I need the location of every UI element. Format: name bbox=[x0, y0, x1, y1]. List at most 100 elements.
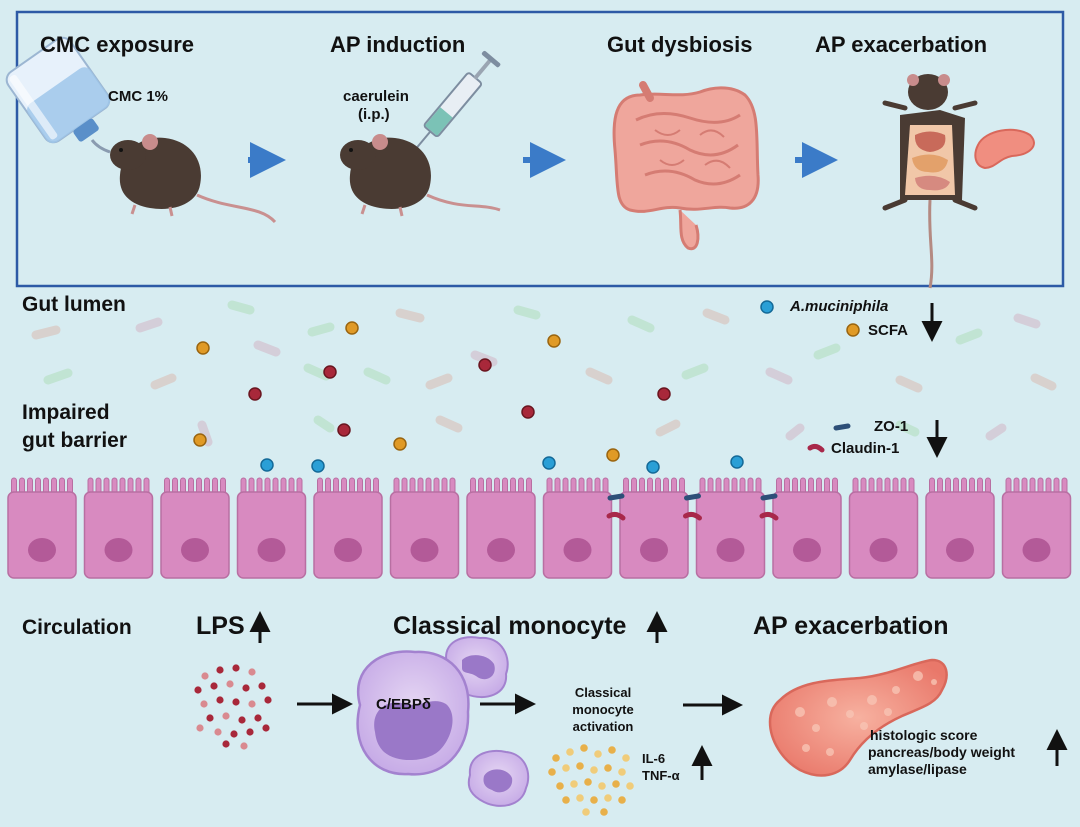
amylase-lipase-label: amylase/lipase bbox=[868, 761, 967, 777]
lps-dot bbox=[232, 664, 240, 672]
pancreas-body-weight-label: pancreas/body weight bbox=[868, 744, 1016, 760]
gut-lumen-label: Gut lumen bbox=[22, 293, 126, 316]
stage-title-ap-induction: AP induction bbox=[330, 32, 466, 57]
cytokine-dot bbox=[626, 782, 634, 790]
epithelial-cell-row bbox=[7, 477, 1072, 579]
cytokine-dot bbox=[598, 782, 606, 790]
cmc-dose-label: CMC 1% bbox=[108, 88, 169, 105]
route-label: (i.p.) bbox=[358, 106, 390, 123]
epithelial-cell bbox=[466, 477, 536, 579]
lps-dot bbox=[196, 724, 204, 732]
cytokine-dot bbox=[618, 768, 626, 776]
bacteria-rods bbox=[31, 300, 1057, 447]
epithelial-cell bbox=[1001, 477, 1072, 579]
lps-dot bbox=[194, 686, 202, 694]
claudin1-marker bbox=[683, 511, 702, 521]
claudin1-legend-icon bbox=[807, 443, 825, 453]
lps-dot bbox=[226, 680, 234, 688]
lps-dot bbox=[242, 684, 250, 692]
classical-monocyte-label: Classical monocyte bbox=[393, 612, 627, 640]
lps-dot bbox=[262, 724, 270, 732]
epithelial-cell bbox=[925, 477, 995, 579]
cytokine-dot bbox=[576, 794, 584, 802]
top-panel-frame bbox=[15, 10, 1065, 288]
cytokine-dot bbox=[562, 764, 570, 772]
stage-title-gut-dysbiosis: Gut dysbiosis bbox=[607, 32, 753, 57]
pancreas-large-icon bbox=[768, 658, 948, 777]
activation-label-line3: activation bbox=[572, 719, 634, 734]
epithelial-cell bbox=[695, 477, 766, 579]
cytokine-dot bbox=[576, 762, 584, 770]
activation-label-line2: monocyte bbox=[572, 702, 634, 717]
zo1-marker bbox=[684, 493, 701, 501]
lps-dot-cluster bbox=[194, 664, 272, 750]
lps-dot bbox=[246, 728, 254, 736]
cytokine-dot bbox=[618, 796, 626, 804]
stage-title-cmc-exposure: CMC exposure bbox=[40, 32, 195, 57]
cytokine-dot bbox=[600, 808, 608, 816]
lps-dots-lumen bbox=[248, 358, 671, 437]
tnfa-label: TNF-α bbox=[642, 768, 680, 783]
epithelial-cell bbox=[772, 477, 842, 579]
epithelial-cell bbox=[619, 477, 689, 579]
il6-label: IL-6 bbox=[642, 751, 666, 766]
ap-exacerbation-label: AP exacerbation bbox=[753, 612, 949, 640]
lps-dot bbox=[240, 742, 248, 750]
zo1-marker bbox=[607, 493, 625, 501]
stage-title-ap-exacerbation: AP exacerbation bbox=[815, 32, 988, 57]
cytokine-dot bbox=[584, 778, 592, 786]
lps-label: LPS bbox=[196, 612, 245, 640]
lps-dot bbox=[222, 740, 230, 748]
cytokine-dot bbox=[604, 794, 612, 802]
mouse-icon-cmc bbox=[110, 134, 277, 224]
epithelial-cell bbox=[236, 477, 307, 579]
epithelial-cell bbox=[848, 477, 919, 579]
cytokine-dot bbox=[608, 746, 616, 754]
cytokine-dot bbox=[566, 748, 574, 756]
epithelial-cell bbox=[389, 477, 460, 579]
cytokine-dot bbox=[612, 780, 620, 788]
lps-dot bbox=[201, 672, 209, 680]
scfa-legend-icon bbox=[846, 323, 860, 337]
epithelial-cell bbox=[313, 477, 383, 579]
intestine-icon bbox=[612, 81, 760, 251]
impaired-barrier-label-line1: Impaired bbox=[22, 401, 110, 424]
lps-dot bbox=[200, 700, 208, 708]
histologic-score-label: histologic score bbox=[870, 727, 978, 743]
cytokine-dot bbox=[590, 766, 598, 774]
activation-label-line1: Classical bbox=[574, 685, 632, 700]
cytokine-dot bbox=[556, 782, 564, 790]
water-bottle-icon bbox=[5, 36, 111, 154]
cytokine-dot bbox=[562, 796, 570, 804]
pancreas-small-icon bbox=[974, 128, 1035, 170]
syringe-icon bbox=[410, 50, 501, 156]
lps-dot bbox=[216, 666, 224, 674]
lps-dot bbox=[254, 714, 262, 722]
lps-dot bbox=[216, 696, 224, 704]
zo1-legend-icon bbox=[833, 423, 851, 431]
claudin1-marker bbox=[606, 511, 626, 521]
impaired-barrier-label-line2: gut barrier bbox=[22, 429, 128, 452]
akkermansia-legend-icon bbox=[760, 300, 774, 314]
cytokine-dot bbox=[548, 768, 556, 776]
small-monocyte-icon-bottom bbox=[467, 750, 530, 807]
claudin1-label: Claudin-1 bbox=[831, 440, 900, 457]
lps-dot bbox=[248, 700, 256, 708]
cytokine-dot bbox=[604, 764, 612, 772]
epithelial-cell bbox=[83, 477, 154, 579]
lps-dot bbox=[238, 716, 246, 724]
dissected-mouse-icon bbox=[882, 74, 978, 289]
lps-dot bbox=[232, 698, 240, 706]
epithelial-cell bbox=[160, 477, 230, 579]
akkermansia-dots bbox=[260, 455, 744, 474]
mouse-icon-caerulein bbox=[340, 134, 501, 217]
circulation-label: Circulation bbox=[22, 616, 132, 639]
monocyte-cell-icon bbox=[356, 650, 470, 776]
epithelial-cell bbox=[542, 477, 613, 579]
epithelial-cell bbox=[7, 477, 77, 579]
cebp-label: C/EBPδ bbox=[376, 696, 431, 713]
cytokine-dot bbox=[594, 750, 602, 758]
cytokine-dot bbox=[622, 754, 630, 762]
activation-label: Classical monocyte activation bbox=[558, 684, 648, 735]
